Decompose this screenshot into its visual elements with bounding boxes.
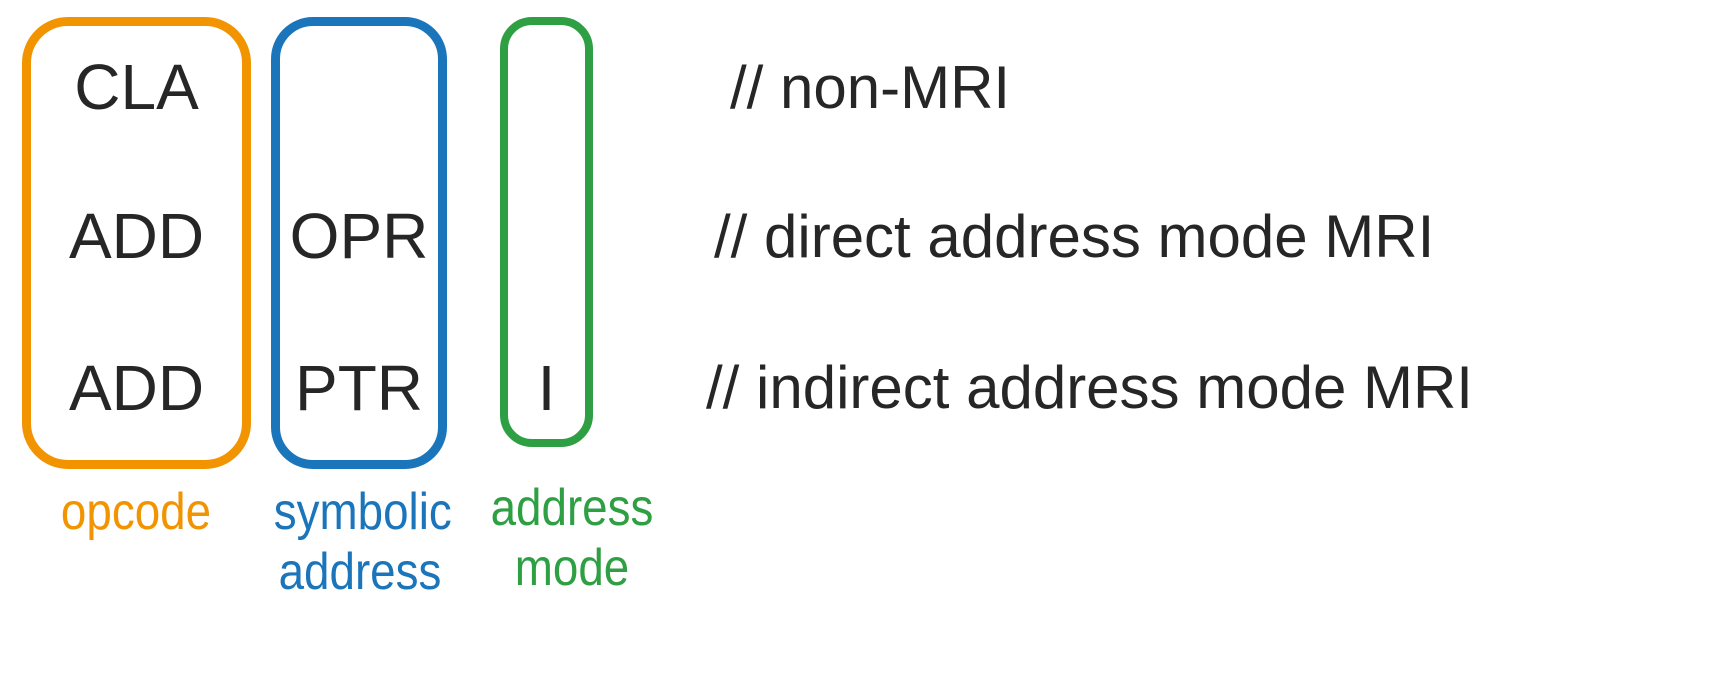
symbolic-address-field-box	[271, 17, 447, 469]
comment-row1: // non-MRI	[730, 54, 1011, 121]
address-mode-field-box	[500, 17, 593, 447]
comment-row2: // direct address mode MRI	[714, 203, 1435, 270]
symbolic-address-cell-row2: OPR	[289, 200, 429, 272]
opcode-cell-row2: ADD	[68, 200, 205, 272]
opcode-caption: opcode	[60, 483, 212, 541]
symbolic-address-cell-row3: PTR	[295, 352, 423, 424]
comment-row3: // indirect address mode MRI	[706, 354, 1473, 421]
opcode-cell-row3: ADD	[68, 352, 205, 424]
opcode-field-box	[22, 17, 251, 469]
opcode-cell-row1: CLA	[74, 51, 199, 123]
symbolic-address-caption: symbolic address	[273, 483, 452, 601]
address-mode-caption: address mode	[490, 479, 654, 597]
address-mode-cell-row3: I	[537, 352, 556, 424]
